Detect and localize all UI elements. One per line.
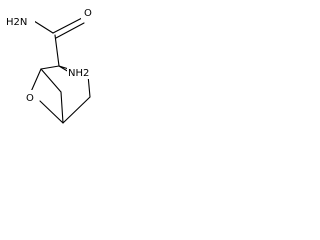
amino-group-label: NH2 <box>68 68 89 79</box>
bond-carbonyl-double-2 <box>55 22 85 39</box>
bond-carbonyl-double-1 <box>52 17 83 34</box>
amide-nitrogen-label: H2N <box>6 17 27 28</box>
bond-oxygen-to-bridgehead-bottom <box>39 100 64 124</box>
chemical-structure-diagram: H2N O NH2 O <box>5 5 97 124</box>
bond-bridgehead-top-to-inner <box>40 68 62 93</box>
bond-bridgehead-top-to-oxygen <box>29 68 42 95</box>
atom-labels: H2N O NH2 O <box>5 5 97 104</box>
ring-oxygen-label: O <box>26 93 34 104</box>
bond-carbonyl-to-quaternary <box>54 34 60 67</box>
bond-bridgehead-bottom-to-right <box>62 96 91 124</box>
bond-inner-to-bridgehead-bottom <box>60 91 64 124</box>
bond-quaternary-to-bridgehead-top <box>40 65 60 70</box>
molecule-canvas: H2N O NH2 O <box>0 0 114 130</box>
carbonyl-oxygen-label: O <box>84 8 92 19</box>
bond-nh2-carbonyl-carbon <box>33 20 54 34</box>
